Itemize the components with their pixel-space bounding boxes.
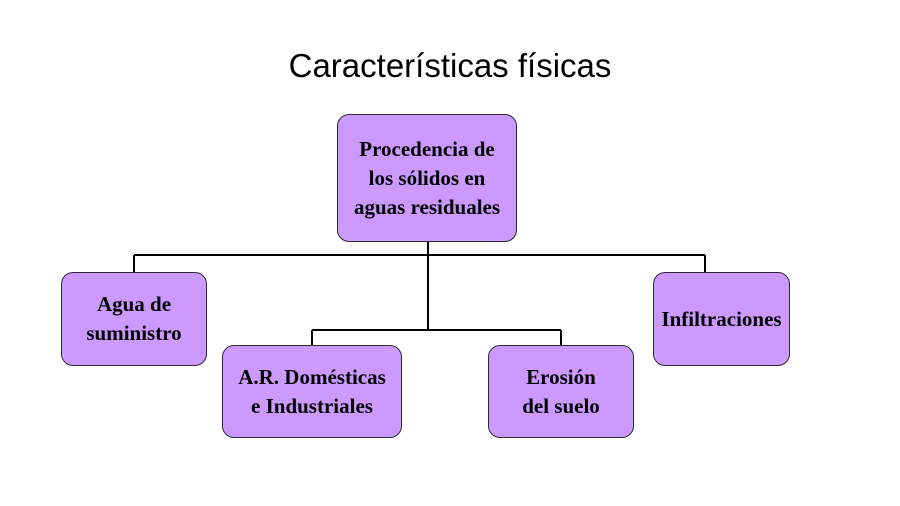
- node-infiltraciones: Infiltraciones: [653, 272, 790, 366]
- node-infiltraciones-label: Infiltraciones: [661, 306, 782, 331]
- root-node-label: Procedencia de los sólidos en aguas resi…: [353, 136, 501, 219]
- node-agua-label: Agua de suministro: [86, 292, 182, 345]
- page-title: Características físicas: [288, 47, 612, 84]
- node-erosion-label: Erosión del suelo: [522, 364, 600, 418]
- node-ar-domesticas-industriales: A.R. Domésticas e Industriales: [222, 345, 402, 438]
- node-erosion-del-suelo: Erosión del suelo: [488, 345, 634, 438]
- node-agua-de-suministro: Agua de suministro: [61, 272, 207, 366]
- root-node-procedencia: Procedencia de los sólidos en aguas resi…: [337, 114, 517, 242]
- node-domesticas-label: A.R. Domésticas e Industriales: [238, 364, 386, 418]
